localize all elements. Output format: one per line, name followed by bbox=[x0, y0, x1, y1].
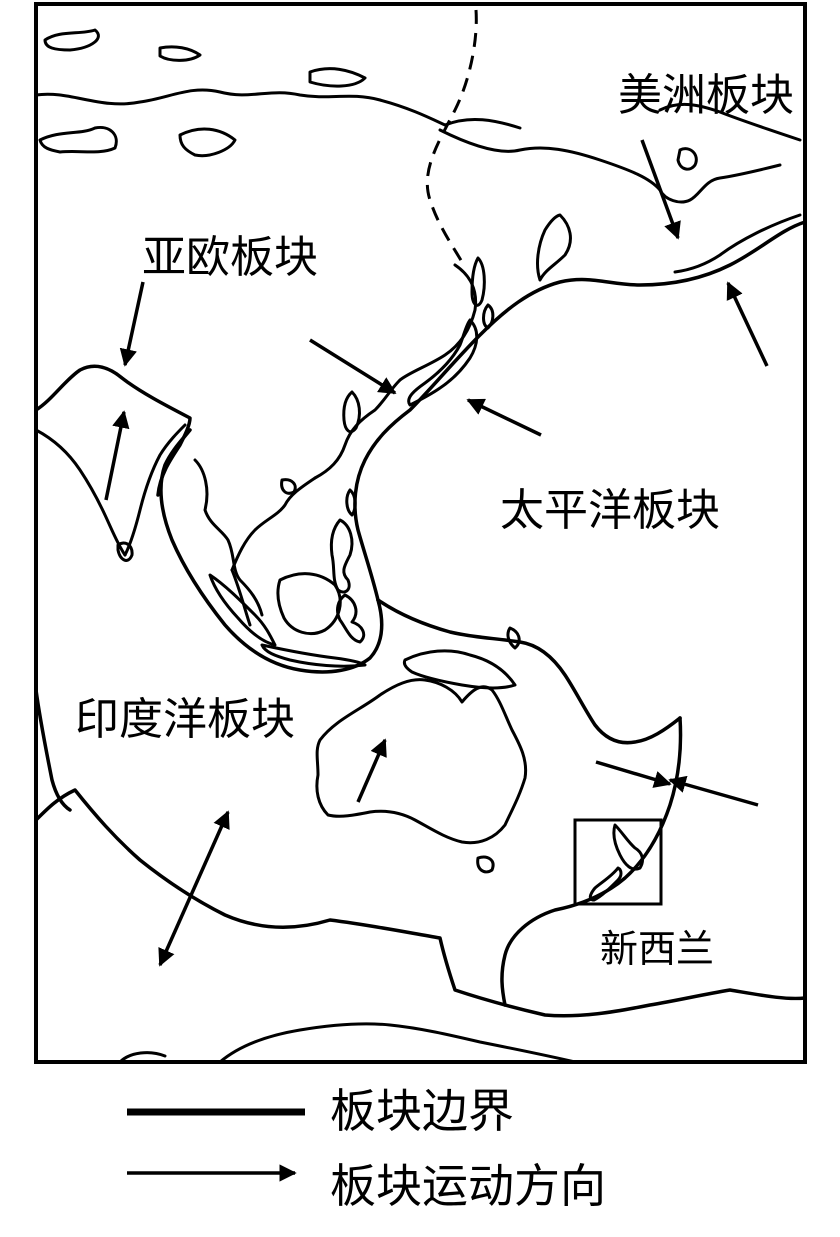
new-zealand-inset-box bbox=[573, 818, 663, 906]
arrow-eurasia-japan bbox=[309, 338, 397, 395]
arrow-india bbox=[104, 410, 130, 501]
arrow-tonga-west bbox=[595, 760, 672, 788]
map-frame bbox=[34, 2, 807, 1064]
arrow-tonga-east bbox=[668, 775, 759, 807]
arctic-coastline bbox=[34, 28, 802, 158]
plate-boundaries bbox=[34, 220, 807, 1018]
legend-boundary-label: 板块边界 bbox=[330, 1084, 514, 1138]
arrow-australia bbox=[356, 738, 387, 803]
legend: 板块边界 板块运动方向 bbox=[127, 1084, 606, 1213]
new-zealand-coastline bbox=[588, 823, 644, 902]
date-line-dashed bbox=[425, 9, 478, 263]
label-pacific-plate: 太平洋板块 bbox=[500, 485, 720, 536]
label-eurasian-plate: 亚欧板块 bbox=[142, 232, 318, 283]
asia-coastline bbox=[230, 128, 802, 572]
label-indian-ocean-plate: 印度洋板块 bbox=[75, 694, 295, 745]
label-new-zealand: 新西兰 bbox=[600, 927, 714, 971]
arrow-eurasia-n bbox=[119, 281, 145, 367]
arrow-pacific-japan bbox=[466, 398, 542, 437]
indonesia-coastline bbox=[208, 518, 521, 690]
arrow-americas bbox=[640, 139, 681, 240]
arrow-pacific-ne bbox=[726, 281, 769, 367]
antarctica-coastline bbox=[118, 1022, 577, 1064]
movement-arrows bbox=[104, 139, 769, 967]
legend-movement-label: 板块运动方向 bbox=[330, 1159, 606, 1213]
south-asia-coastline bbox=[34, 423, 264, 627]
arrow-indian-ridge bbox=[158, 810, 230, 967]
label-americas-plate: 美洲板块 bbox=[618, 70, 794, 121]
australia-coastline bbox=[315, 678, 528, 874]
